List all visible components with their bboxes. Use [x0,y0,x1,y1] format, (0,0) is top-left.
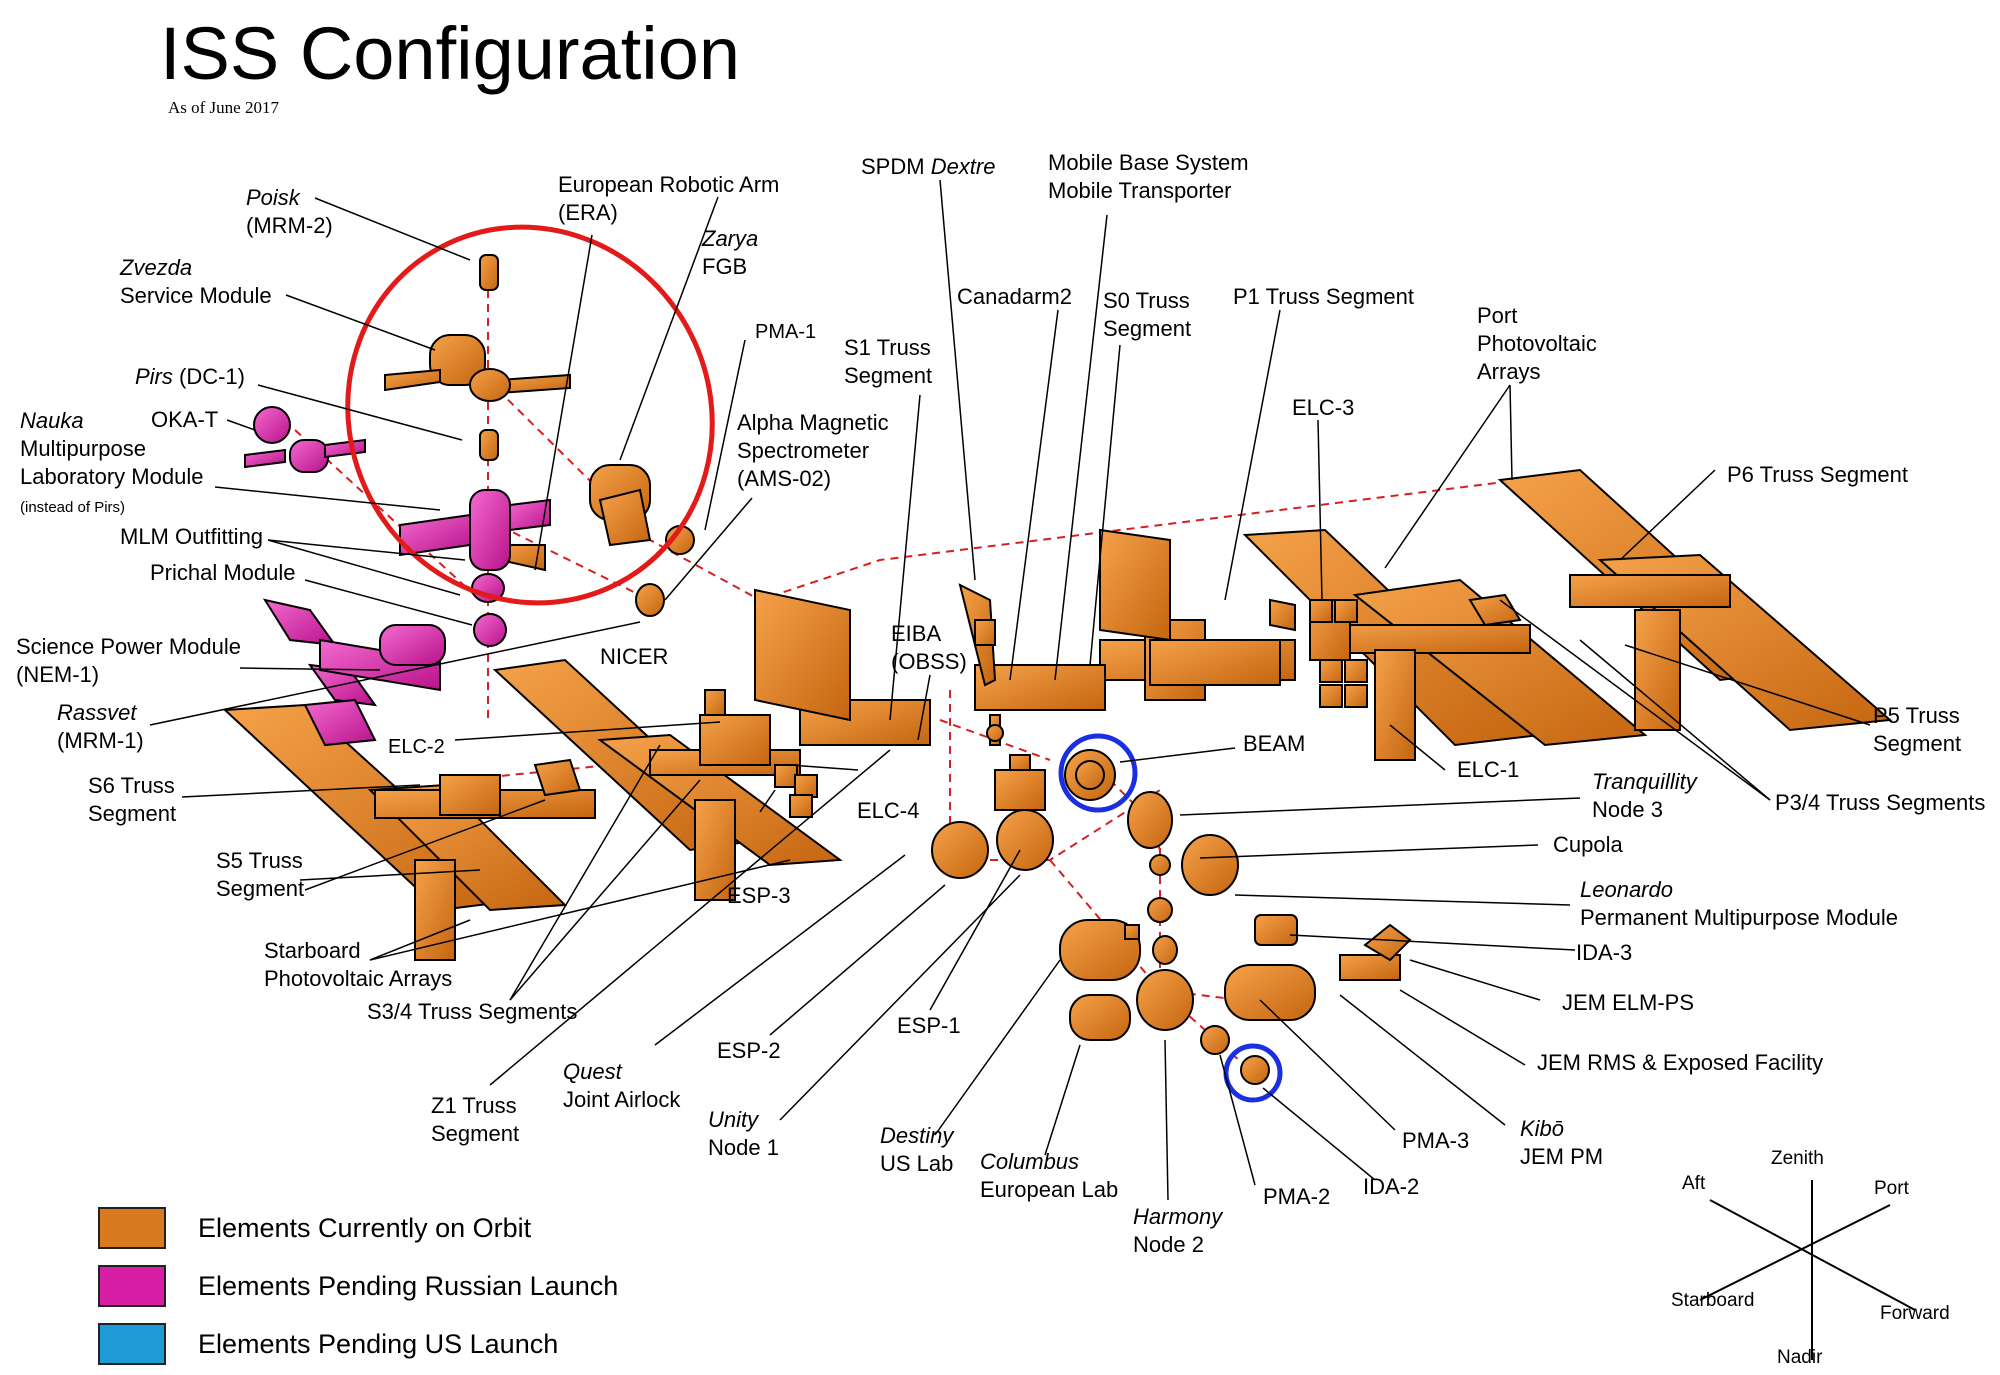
label-pma2: PMA-2 [1263,1184,1331,1209]
label-pirs: Pirs (DC-1) [135,364,245,389]
label-mlm-outfitting: MLM Outfitting [120,524,264,549]
equipment-blocks [774,598,1368,818]
legend-swatch-pending-russian [98,1265,166,1307]
label-beam: BEAM [1243,731,1306,756]
label-esp2: ESP-2 [717,1038,781,1063]
diagram-title: ISS Configuration [160,12,741,95]
label-p34-truss: P3/4 Truss Segments [1775,790,1986,815]
label-spdm-dextre: SPDM Dextre [861,154,996,179]
label-p1-truss: P1 Truss Segment [1233,284,1414,309]
russian-segment-highlight [345,224,715,606]
label-elc2: ELC-2 [388,736,445,758]
beam-highlight [1058,733,1138,813]
starboard-truss-arrays [222,658,843,961]
us-segment-modules [931,749,1412,1085]
legend-label-pending-us: Elements Pending US Launch [198,1329,559,1359]
label-pma1: PMA-1 [755,321,817,343]
label-s34-truss: S3/4 Truss Segments [367,999,578,1024]
label-ida2: IDA-2 [1363,1174,1420,1199]
label-jem-elm-ps: JEM ELM-PS [1562,990,1695,1015]
label-poisk: Poisk(MRM-2) [246,185,333,238]
compass-aft: Aft [1682,1173,1706,1194]
label-ida3: IDA-3 [1576,940,1633,965]
label-nicer: NICER [600,644,669,669]
label-canadarm2: Canadarm2 [957,284,1072,309]
label-elc1: ELC-1 [1457,757,1520,782]
label-elc3: ELC-3 [1292,395,1355,420]
center-truss [754,583,1281,746]
label-rassvet: Rassvet(MRM-1) [57,700,144,753]
compass-starboard: Starboard [1671,1290,1755,1311]
label-oka-t: OKA-T [151,407,219,432]
ida2-highlight [1223,1043,1283,1103]
leader-lines [149,179,1871,1201]
compass-forward: Forward [1880,1303,1950,1324]
label-science-power-module: Science Power Module(NEM-1) [16,634,242,687]
legend-swatch-on-orbit [98,1207,166,1249]
label-jem-rms: JEM RMS & Exposed Facility [1537,1050,1824,1075]
label-eiba: EIBA(OBSS) [891,621,967,674]
label-elc4: ELC-4 [857,798,920,823]
compass-port: Port [1874,1178,1909,1199]
label-era: European Robotic Arm(ERA) [558,172,780,225]
label-esp3: ESP-3 [727,883,791,908]
legend-swatch-pending-us [98,1323,166,1365]
compass-zenith: Zenith [1771,1148,1824,1169]
legend-label-pending-russian: Elements Pending Russian Launch [198,1271,619,1301]
label-cupola: Cupola [1553,832,1623,857]
russian-segment-orbit [384,254,695,617]
port-truss-arrays [1099,468,1893,761]
label-p6-truss: P6 Truss Segment [1727,462,1908,487]
diagram-subtitle: As of June 2017 [168,98,279,117]
compass-nadir: Nadir [1777,1347,1823,1368]
label-pma3: PMA-3 [1402,1128,1470,1153]
direction-compass [1699,1180,1916,1360]
label-esp1: ESP-1 [897,1013,961,1038]
legend-label-on-orbit: Elements Currently on Orbit [198,1213,532,1243]
label-prichal: Prichal Module [150,560,296,585]
